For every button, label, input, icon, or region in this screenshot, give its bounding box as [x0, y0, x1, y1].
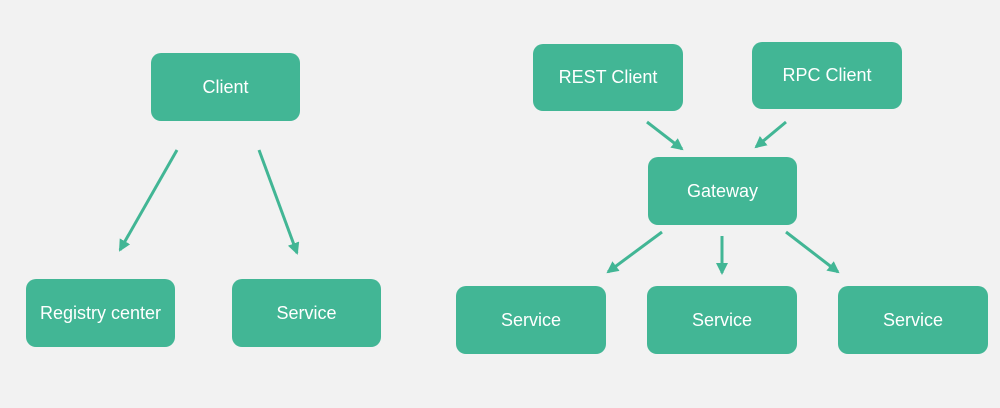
service-node-2: Service: [647, 286, 797, 354]
arrow-rest-client-to-gateway: [646, 120, 684, 151]
service-node: Service: [232, 279, 381, 347]
arrow-rpc-client-to-gateway: [754, 120, 787, 149]
registry-center-node: Registry center: [26, 279, 175, 347]
arrow-gateway-to-service-3: [785, 230, 840, 274]
service-node-3: Service: [838, 286, 988, 354]
arrow-client-to-registry: [118, 149, 179, 252]
arrow-gateway-to-service-1: [606, 230, 663, 274]
rest-client-node: REST Client: [533, 44, 683, 111]
gateway-node: Gateway: [648, 157, 797, 225]
rpc-client-node: RPC Client: [752, 42, 902, 109]
service-node-1: Service: [456, 286, 606, 354]
arrow-client-to-service: [257, 149, 300, 255]
client-node: Client: [151, 53, 300, 121]
